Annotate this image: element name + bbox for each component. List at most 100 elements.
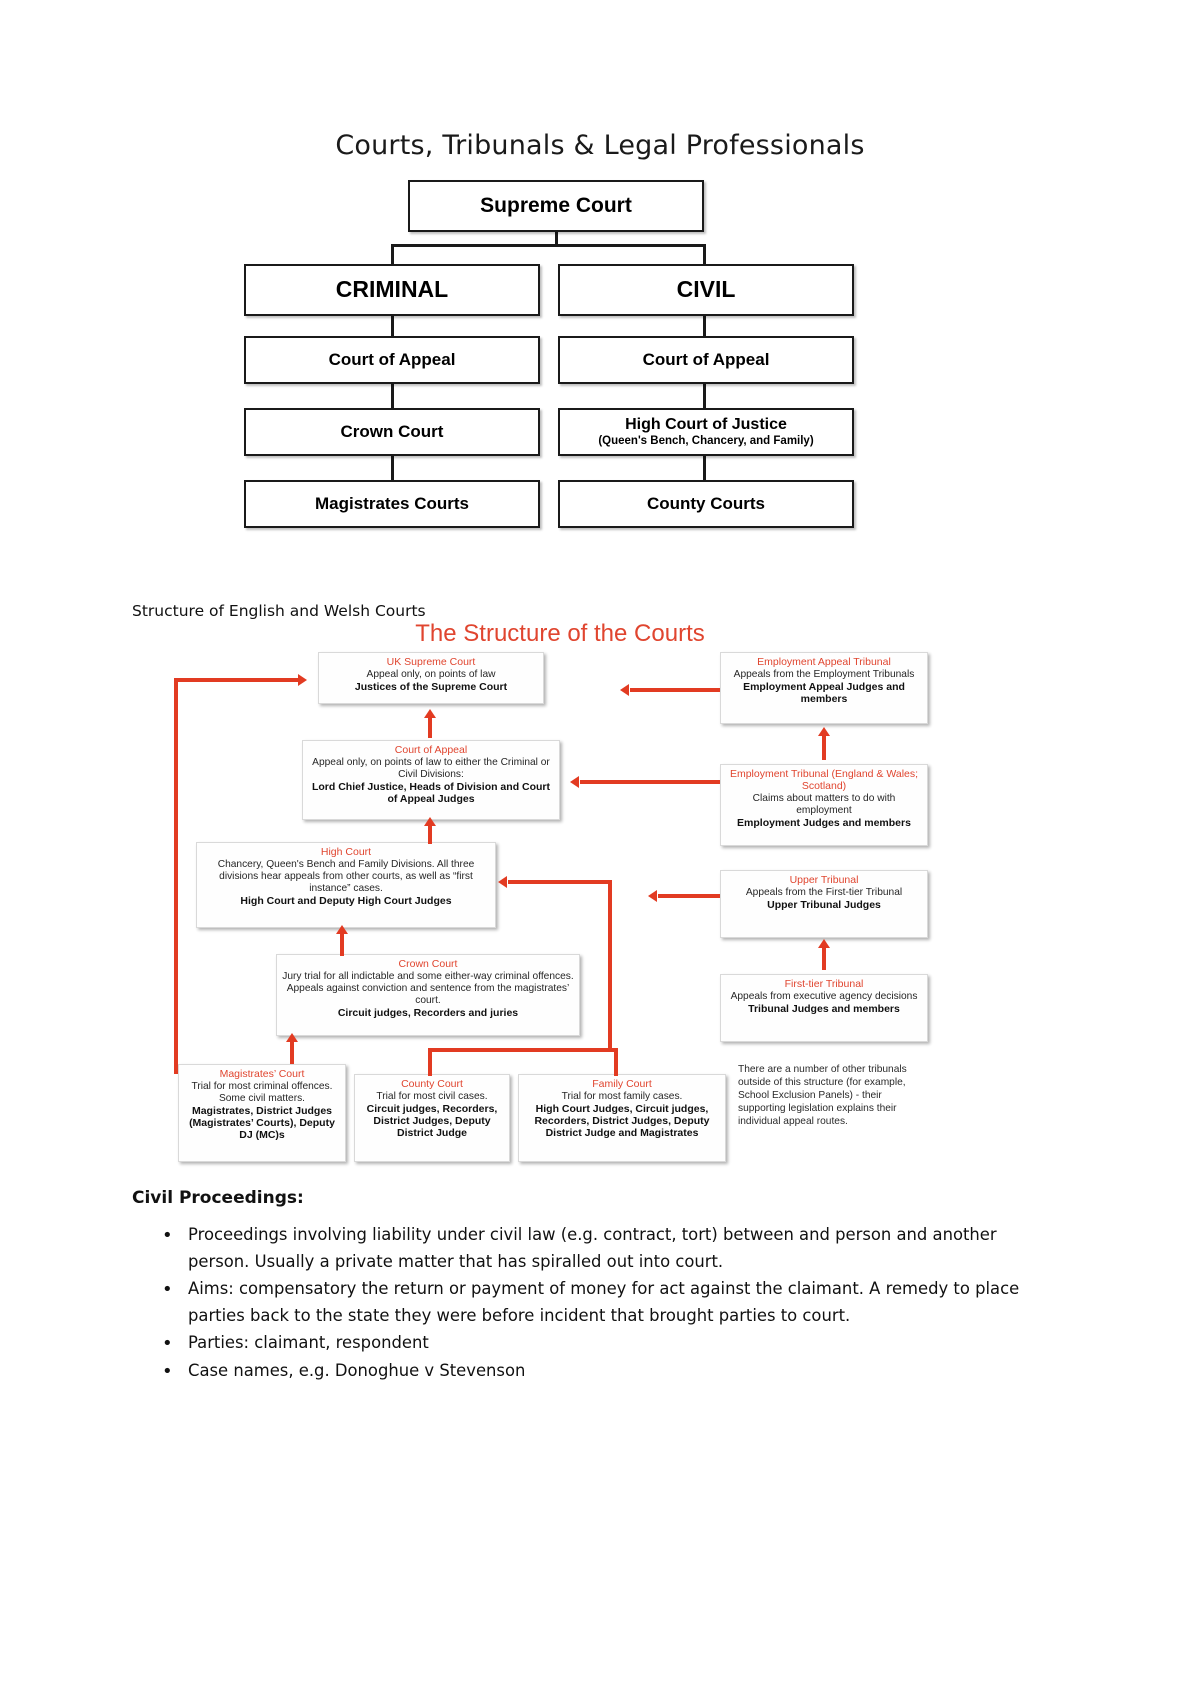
box-high-court-label: High Court of Justice — [625, 416, 787, 434]
arrow-county-riser — [428, 1048, 432, 1076]
list-item: Parties: claimant, respondent — [162, 1329, 1042, 1358]
box-criminal-court-of-appeal: Court of Appeal — [244, 336, 540, 384]
box-employment-tribunal-body: Claims about matters to do with employme… — [752, 793, 896, 817]
arrow-family-riser — [614, 1048, 618, 1076]
arrow-highcourt-to-coa — [428, 824, 432, 844]
box-employment-appeal-tribunal-judges: Employment Appeal Judges and members — [743, 681, 905, 706]
box-first-tier-tribunal: First-tier Tribunal Appeals from executi… — [720, 974, 928, 1042]
list-item: Proceedings involving liability under ci… — [162, 1221, 1042, 1275]
box-county-courts: County Courts — [558, 480, 854, 528]
box-magistrates-courts: Magistrates Courts — [244, 480, 540, 528]
box-upper-tribunal: Upper Tribunal Appeals from the First-ti… — [720, 870, 928, 938]
arrow-magistrates-riser-vertical — [174, 678, 178, 1074]
box-civil-label: CIVIL — [676, 276, 736, 303]
box-criminal-label: CRIMINAL — [335, 276, 449, 303]
box-employment-appeal-tribunal: Employment Appeal Tribunal Appeals from … — [720, 652, 928, 724]
arrowhead-riser-to-supreme — [298, 674, 307, 686]
box-magistrates-court-heading: Magistrates’ Court — [219, 1068, 305, 1080]
arrow-lower-bus-horizontal — [428, 1048, 618, 1052]
box-upper-tribunal-heading: Upper Tribunal — [789, 874, 859, 886]
arrowhead-ftt-to-upper — [818, 939, 830, 948]
box-court-of-appeal: Court of Appeal Appeal only, on points o… — [302, 740, 560, 820]
arrowhead-crown-to-highcourt — [336, 925, 348, 934]
connector-civil-coa — [703, 314, 706, 338]
arrow-et-to-eat — [822, 734, 826, 760]
box-crown-court-label: Crown Court — [340, 421, 444, 441]
box-magistrates-court: Magistrates’ Court Trial for most crimin… — [178, 1064, 346, 1162]
diagram1-caption: Structure of English and Welsh Courts — [132, 602, 426, 620]
box-county-court-judges: Circuit judges, Recorders, District Judg… — [366, 1103, 498, 1140]
box-high-court: High Court Chancery, Queen's Bench and F… — [196, 842, 496, 928]
box-high-court-judges: High Court and Deputy High Court Judges — [240, 894, 452, 907]
box-family-court-heading: Family Court — [592, 1078, 652, 1090]
box-criminal-coa-label: Court of Appeal — [328, 349, 456, 369]
box-high-court-body: Chancery, Queen's Bench and Family Divis… — [217, 859, 475, 894]
box-county-court-body: Trial for most civil cases. — [376, 1091, 488, 1103]
box-uk-supreme-court-judges: Justices of the Supreme Court — [354, 681, 508, 693]
connector-crown-mags — [391, 454, 394, 482]
connector-coa-high — [703, 382, 706, 410]
court-structure-diagram-simple: Supreme Court CRIMINAL CIVIL Court of Ap… — [240, 180, 880, 540]
arrowhead-bus-to-highcourt — [498, 876, 507, 888]
box-crown-court: Crown Court — [244, 408, 540, 456]
connector-to-criminal — [391, 244, 394, 266]
box-uk-supreme-court: UK Supreme Court Appeal only, on points … — [318, 652, 544, 704]
arrow-magistrates-riser-horizontal — [174, 678, 300, 682]
connector-supreme-down — [555, 232, 558, 246]
box-high-court-of-justice: High Court of Justice (Queen's Bench, Ch… — [558, 408, 854, 456]
box-upper-tribunal-body: Appeals from the First-tier Tribunal — [745, 887, 903, 899]
box-court-of-appeal-judges: Lord Chief Justice, Heads of Division an… — [311, 780, 551, 805]
box-criminal-heading: CRIMINAL — [244, 264, 540, 316]
diagram2-title: The Structure of the Courts — [415, 620, 705, 647]
box-family-court-body: Trial for most family cases. — [561, 1091, 683, 1103]
box-employment-tribunal: Employment Tribunal (England & Wales; Sc… — [720, 764, 928, 846]
arrow-lower-bus-to-highcourt-horizontal — [508, 880, 610, 884]
arrow-upper-tribunal-horizontal — [658, 894, 720, 898]
arrow-coa-to-supreme — [428, 716, 432, 738]
box-crown-court-heading: Crown Court — [398, 958, 458, 970]
box-county-court-heading: County Court — [401, 1078, 463, 1090]
box-family-court: Family Court Trial for most family cases… — [518, 1074, 726, 1162]
box-employment-tribunal-judges: Employment Judges and members — [737, 817, 911, 829]
box-county-court: County Court Trial for most civil cases.… — [354, 1074, 510, 1162]
box-magistrates-court-judges: Magistrates, District Judges (Magistrate… — [189, 1104, 335, 1142]
box-crown-court: Crown Court Jury trial for all indictabl… — [276, 954, 580, 1036]
box-high-court-heading: High Court — [320, 846, 372, 858]
arrowhead-et-to-eat — [818, 727, 830, 736]
box-civil-coa-label: Court of Appeal — [642, 349, 770, 369]
box-crown-court-judges: Circuit judges, Recorders and juries — [337, 1006, 519, 1019]
arrow-crown-to-highcourt — [340, 932, 344, 956]
arrow-eat-to-supreme-horizontal — [630, 688, 720, 692]
connector-to-civil — [703, 244, 706, 266]
arrow-magistrates-to-crown — [290, 1040, 294, 1064]
civil-proceedings-heading: Civil Proceedings: — [132, 1188, 304, 1208]
box-family-court-judges: High Court Judges, Circuit judges, Recor… — [534, 1103, 710, 1140]
list-item: Case names, e.g. Donoghue v Stevenson — [162, 1357, 1042, 1386]
box-first-tier-tribunal-judges: Tribunal Judges and members — [748, 1003, 900, 1015]
arrow-lower-bus-to-highcourt-vertical — [608, 880, 612, 1052]
box-first-tier-tribunal-heading: First-tier Tribunal — [784, 978, 864, 990]
other-tribunals-note: There are a number of other tribunals ou… — [738, 1064, 907, 1127]
box-uk-supreme-court-heading: UK Supreme Court — [386, 656, 476, 668]
box-first-tier-tribunal-body: Appeals from executive agency decisions — [730, 991, 918, 1003]
connector-horizontal-split — [391, 244, 706, 247]
box-upper-tribunal-judges: Upper Tribunal Judges — [767, 899, 881, 911]
arrowhead-eat-to-supreme — [620, 684, 629, 696]
box-magistrates-label: Magistrates Courts — [315, 493, 469, 513]
court-structure-diagram-detailed: The Structure of the Courts UK Supreme C… — [150, 612, 1050, 1182]
arrowhead-upper-tribunal-left — [648, 890, 657, 902]
connector-high-county — [703, 454, 706, 482]
arrowhead-magistrates-to-crown — [286, 1033, 298, 1042]
box-magistrates-court-body: Trial for most criminal offences. Some c… — [191, 1081, 333, 1104]
box-court-of-appeal-heading: Court of Appeal — [394, 744, 468, 756]
box-employment-appeal-tribunal-heading: Employment Appeal Tribunal — [757, 656, 891, 668]
box-supreme-court: Supreme Court — [408, 180, 704, 232]
box-county-courts-label: County Courts — [646, 493, 766, 513]
box-employment-appeal-tribunal-body: Appeals from the Employment Tribunals — [733, 669, 915, 681]
box-crown-court-body: Jury trial for all indictable and some e… — [282, 971, 574, 1006]
box-high-court-sublabel: (Queen's Bench, Chancery, and Family) — [598, 434, 814, 447]
box-uk-supreme-court-body: Appeal only, on points of law — [366, 669, 496, 681]
box-civil-heading: CIVIL — [558, 264, 854, 316]
arrowhead-highcourt-to-coa — [424, 817, 436, 826]
